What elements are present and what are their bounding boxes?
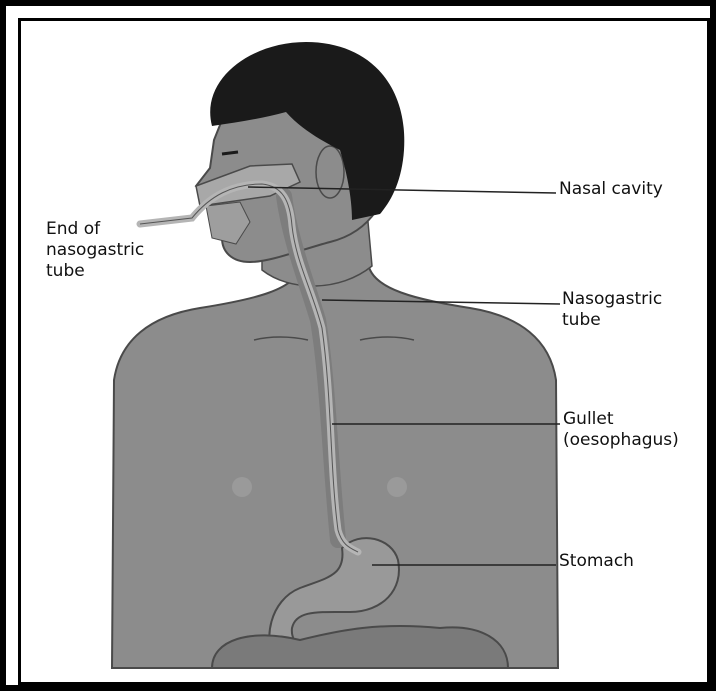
ear [316,146,344,198]
nipple-left [232,477,252,497]
nipple-right [387,477,407,497]
eye [222,152,238,154]
label-nasal-cavity: Nasal cavity [559,179,663,200]
label-gullet: Gullet (oesophagus) [563,409,679,451]
label-tube-end: End of nasogastric tube [46,219,144,282]
label-stomach: Stomach [559,551,634,572]
label-nasogastric-tube: Nasogastric tube [562,289,662,331]
